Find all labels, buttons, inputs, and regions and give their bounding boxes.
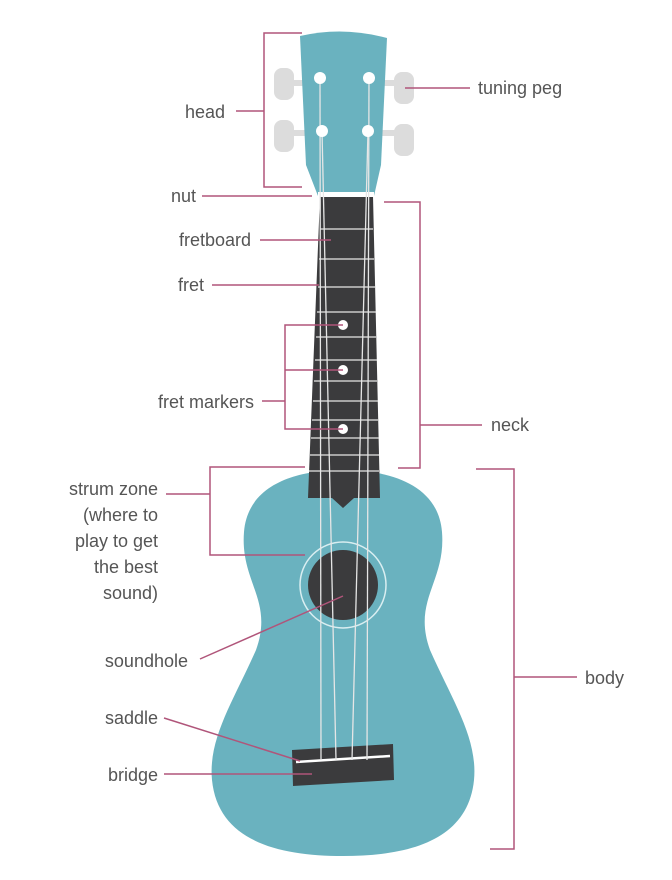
label-soundhole: soundhole <box>105 651 188 671</box>
label-head: head <box>185 102 225 122</box>
tuning-pegs <box>274 68 414 156</box>
label-fret: fret <box>178 275 204 295</box>
label-tuning-peg: tuning peg <box>478 78 562 98</box>
label-nut: nut <box>171 186 196 206</box>
label-fret-markers: fret markers <box>158 392 254 412</box>
label-strum-zone-1: strum zone <box>69 479 158 499</box>
labels: head tuning peg nut fretboard fret fret … <box>69 78 624 785</box>
strum-zone-bracket <box>209 466 305 556</box>
peg-shaft <box>286 80 314 86</box>
saddle <box>295 754 391 764</box>
label-strum-zone-5: sound) <box>103 583 158 603</box>
string-post <box>363 72 375 84</box>
string <box>319 77 322 761</box>
label-strum-zone-3: play to get <box>75 531 158 551</box>
string-post <box>314 72 326 84</box>
strings <box>319 77 370 761</box>
peg-shaft <box>286 130 314 136</box>
tuning-peg <box>274 120 294 152</box>
peg-shaft <box>372 80 400 86</box>
label-strum-zone-2: (where to <box>83 505 158 525</box>
soundhole <box>308 550 378 620</box>
peg-shaft <box>372 130 400 136</box>
label-strum-zone-4: the best <box>94 557 158 577</box>
label-fretboard: fretboard <box>179 230 251 250</box>
tuning-peg <box>274 68 294 100</box>
neck-bracket <box>384 201 421 469</box>
fret-markers-bracket <box>284 324 343 430</box>
tuning-peg <box>394 72 414 104</box>
string <box>351 130 369 761</box>
head-bracket <box>263 32 302 188</box>
headstock <box>300 31 387 197</box>
soundhole-ring <box>299 541 387 629</box>
bridge <box>292 744 394 786</box>
leader-lines <box>163 32 577 850</box>
string-post <box>362 125 374 137</box>
label-neck: neck <box>491 415 530 435</box>
saddle-leader <box>163 717 301 762</box>
label-saddle: saddle <box>105 708 158 728</box>
string <box>321 130 337 761</box>
label-bridge: bridge <box>108 765 158 785</box>
fretboard <box>308 196 380 508</box>
body-bracket <box>476 468 515 850</box>
string-posts <box>314 72 375 137</box>
tuning-peg <box>394 124 414 156</box>
ukulele-body <box>211 470 475 856</box>
string-post <box>316 125 328 137</box>
frets <box>309 228 379 472</box>
label-body: body <box>585 668 624 688</box>
soundhole-leader <box>199 595 344 660</box>
string <box>366 77 370 761</box>
nut <box>318 192 374 197</box>
